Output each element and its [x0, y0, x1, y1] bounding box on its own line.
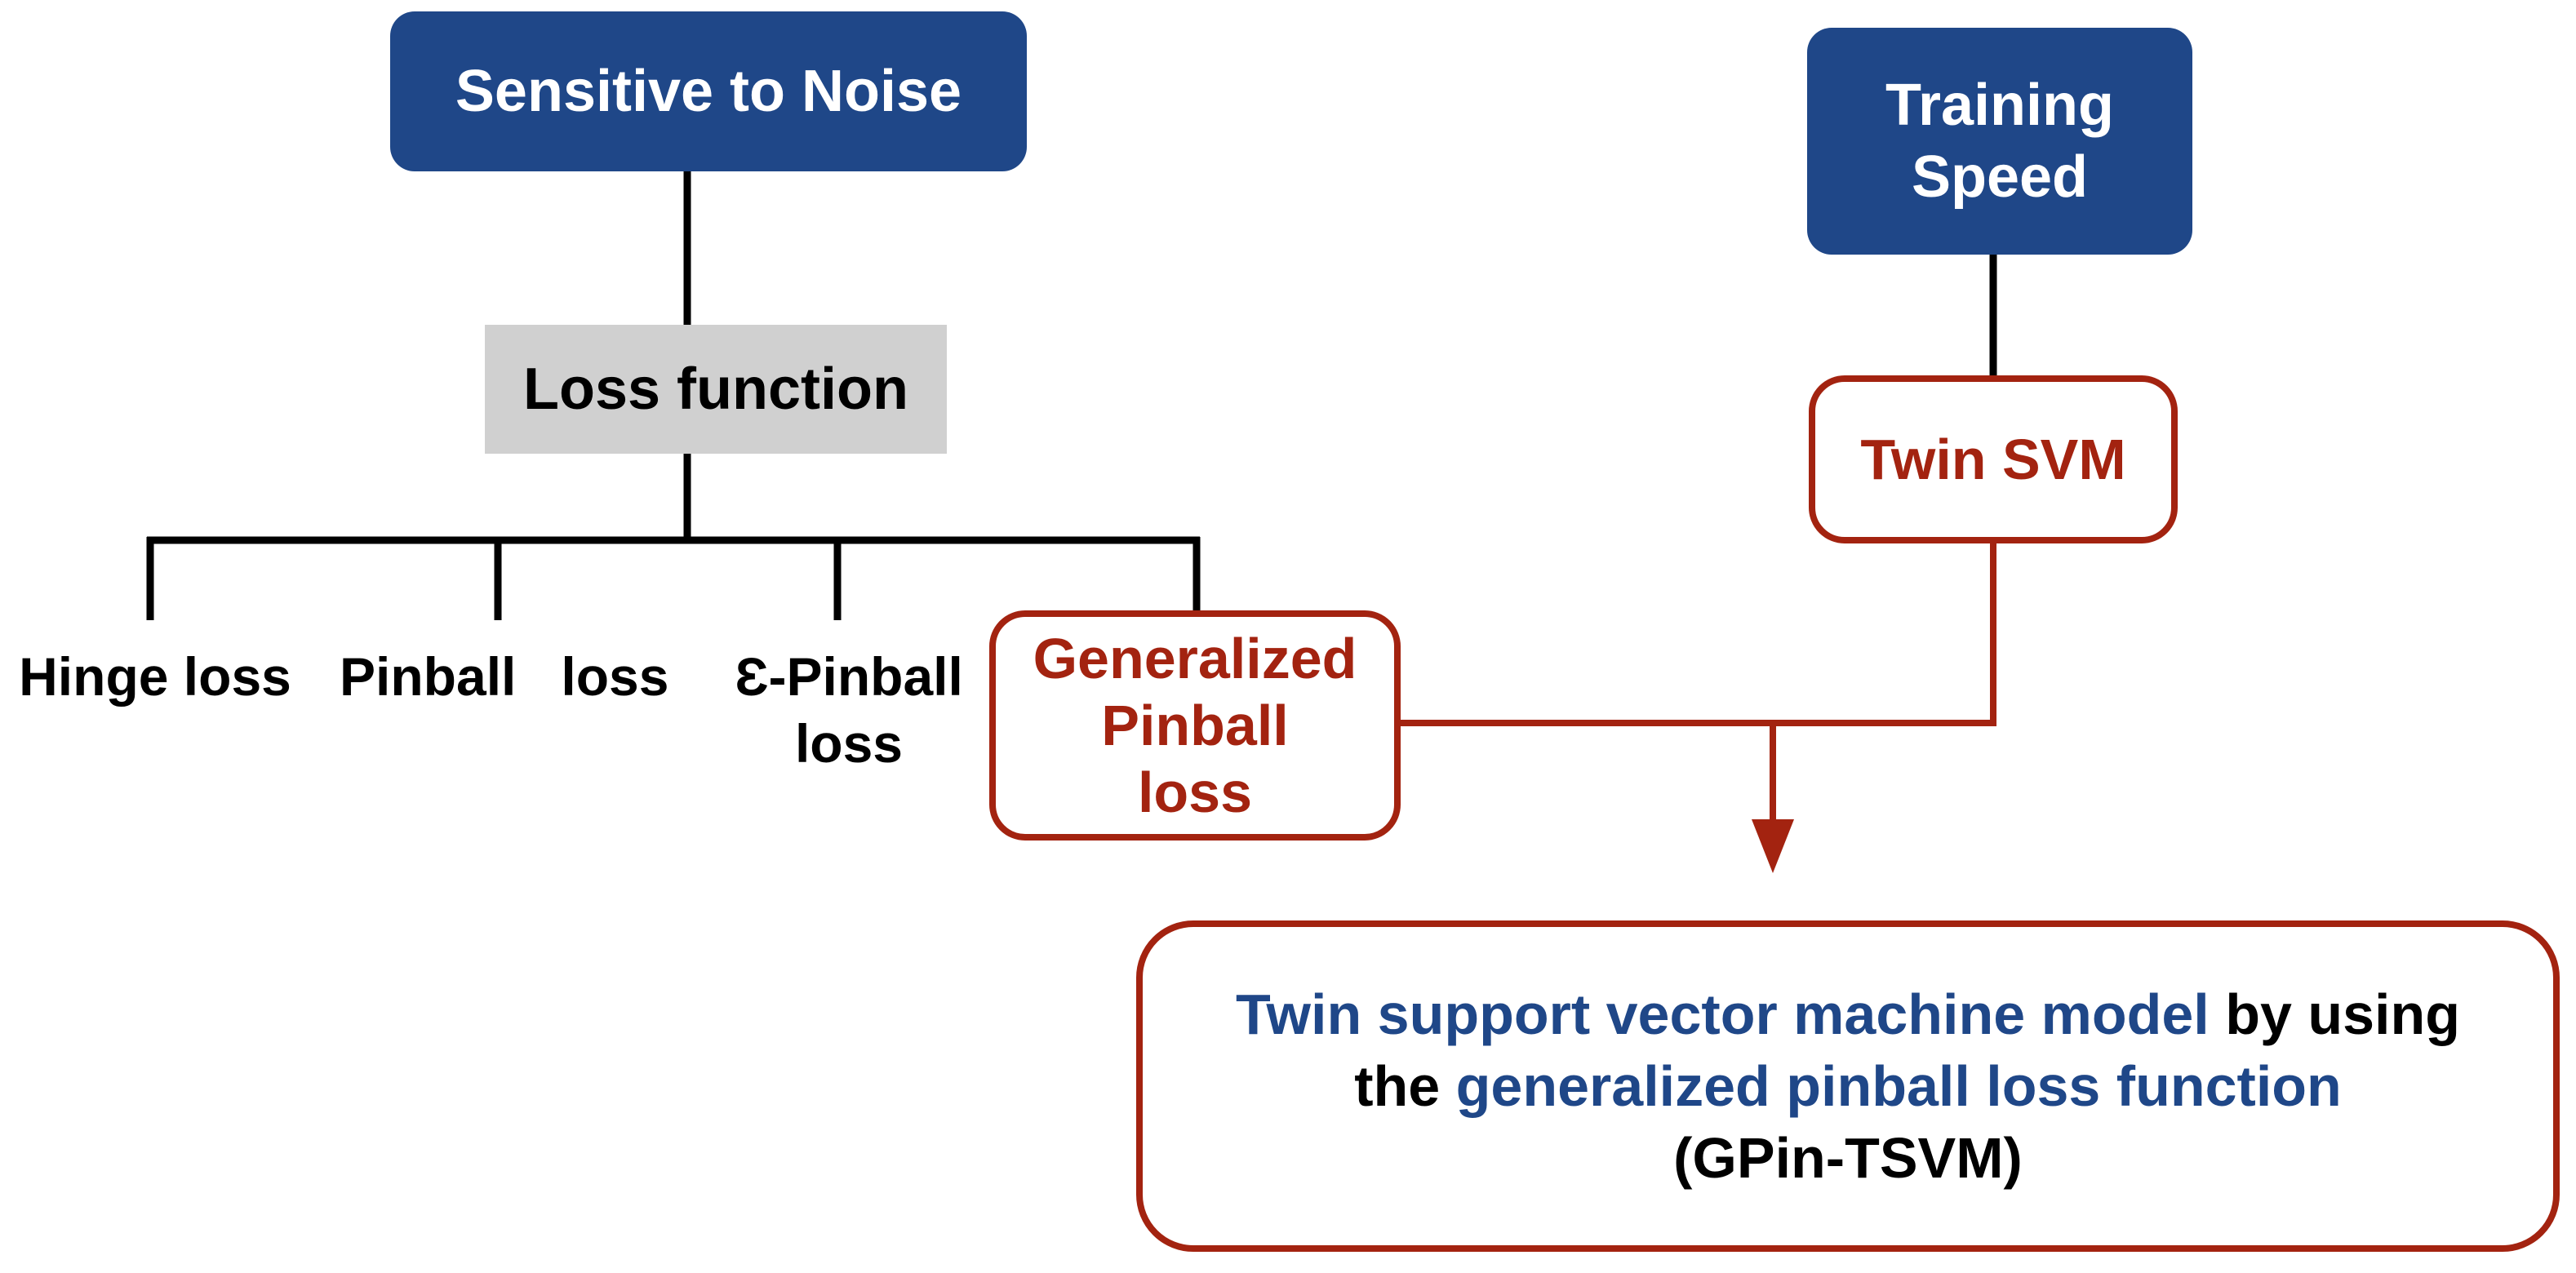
result-line1: Twin support vector machine model by usi… — [1236, 978, 2460, 1050]
connector-generalized-twin-merge — [1399, 540, 1996, 726]
leaf-epsilon-pinball-loss: Ɛ-Pinball loss — [718, 643, 979, 777]
node-loss-function-label: Loss function — [523, 357, 908, 422]
result-line3: (GPin-TSVM) — [1236, 1122, 2460, 1194]
node-generalized-line1: Generalized — [1033, 627, 1357, 690]
result-the: the — [1354, 1054, 1456, 1118]
node-twin-svm-label: Twin SVM — [1860, 428, 2126, 491]
result-by-using: by using — [2209, 982, 2461, 1046]
leaf-hinge-loss: Hinge loss — [19, 646, 291, 707]
arrow-head — [1752, 819, 1794, 873]
node-sensitive-to-noise-label: Sensitive to Noise — [455, 59, 962, 124]
result-line2: the generalized pinball loss function — [1236, 1050, 2460, 1122]
result-model-name: Twin support vector machine model — [1235, 982, 2210, 1046]
node-sensitive-to-noise: Sensitive to Noise — [390, 11, 1027, 171]
result-box: Twin support vector machine model by usi… — [1136, 920, 2560, 1252]
node-loss-function: Loss function — [485, 325, 947, 454]
node-twin-svm: Twin SVM — [1809, 375, 2178, 543]
result-acronym: (GPin-TSVM) — [1673, 1126, 2023, 1190]
result-loss-name: generalized pinball loss function — [1455, 1054, 2342, 1118]
leaf-epsilon-line1: Ɛ-Pinball — [735, 646, 963, 707]
node-generalized-line3: loss — [1137, 761, 1253, 824]
node-generalized-pinball-loss: Generalized Pinball loss — [989, 610, 1401, 841]
node-training-speed: Training Speed — [1807, 28, 2192, 255]
node-training-speed-line1: Training — [1885, 73, 2115, 138]
node-training-speed-line2: Speed — [1911, 144, 2089, 210]
leaf-epsilon-line2: loss — [794, 713, 904, 774]
leaf-pinball-loss: Pinball loss — [340, 646, 669, 707]
node-generalized-line2: Pinball — [1101, 694, 1289, 757]
